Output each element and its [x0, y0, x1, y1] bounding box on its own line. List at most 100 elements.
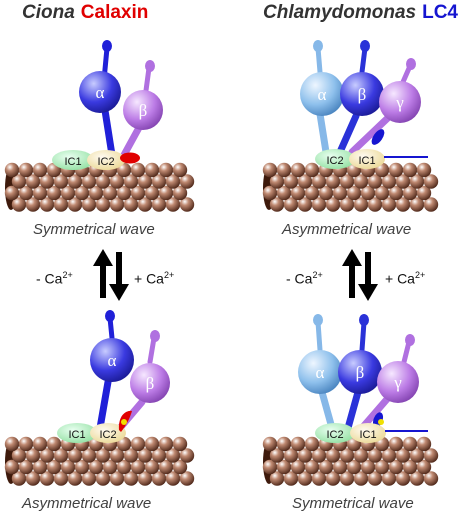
beta-heavy-chain: β	[116, 330, 170, 432]
tubulin-subunit	[269, 197, 285, 212]
ic2-label: IC2	[326, 155, 343, 167]
tubulin-subunit	[395, 471, 411, 486]
tubulin-subunit	[137, 197, 153, 212]
tubulin-subunit	[109, 448, 125, 463]
ic1-label: IC1	[64, 156, 81, 168]
tubulin-subunit	[102, 459, 118, 475]
microtubule-top-right	[262, 162, 439, 212]
tubulin-subunit	[318, 459, 334, 475]
tubulin-subunit	[325, 448, 341, 463]
tubulin-subunit	[39, 174, 55, 189]
tubulin-subunit	[39, 197, 55, 212]
tubulin-subunit	[395, 197, 411, 212]
tubulin-subunit	[423, 448, 439, 463]
tubulin-subunit	[304, 185, 320, 201]
beta-label: β	[139, 101, 148, 120]
gamma-label: γ	[395, 93, 404, 112]
tubulin-subunit	[151, 174, 167, 189]
ciona-bottom-dynein: α β IC1 IC2	[57, 310, 170, 443]
chlamy-top-wave-label: Asymmetrical wave	[282, 221, 412, 238]
tubulin-subunit	[123, 471, 139, 486]
tubulin-subunit	[339, 448, 355, 463]
chlamy-bottom-wave-label: Symmetrical wave	[292, 495, 414, 512]
tubulin-subunit	[374, 459, 390, 475]
tubulin-subunit	[276, 459, 292, 475]
tubulin-subunit	[276, 436, 292, 452]
tubulin-subunit	[88, 459, 104, 475]
tubulin-subunit	[116, 436, 132, 452]
gamma-label: γ	[393, 373, 402, 392]
tubulin-subunit	[53, 448, 69, 463]
tubulin-subunit	[116, 185, 132, 201]
tubulin-subunit	[130, 162, 146, 178]
tubulin-subunit	[165, 174, 181, 189]
chlamy-top-dynein: α β γ IC2 IC1	[300, 40, 428, 169]
tubulin-subunit	[165, 448, 181, 463]
tubulin-subunit	[297, 174, 313, 189]
tubulin-subunit	[304, 436, 320, 452]
tubulin-subunit	[32, 459, 48, 475]
tubulin-subunit	[416, 185, 432, 201]
tubulin-subunit	[4, 436, 20, 452]
tubulin-subunit	[60, 459, 76, 475]
tubulin-subunit	[381, 448, 397, 463]
tubulin-subunit	[269, 174, 285, 189]
tubulin-subunit	[123, 197, 139, 212]
tubulin-subunit	[262, 459, 278, 475]
tubulin-subunit	[290, 436, 306, 452]
tubulin-subunit	[388, 459, 404, 475]
protein-name: Calaxin	[80, 2, 149, 23]
tubulin-subunit	[4, 185, 20, 201]
tubulin-subunit	[18, 459, 34, 475]
tubulin-subunit	[144, 162, 160, 178]
tubulin-subunit	[95, 197, 111, 212]
tubulin-subunit	[46, 459, 62, 475]
ciona-top-dynein: α β IC1 IC2	[52, 40, 163, 170]
tubulin-subunit	[409, 197, 425, 212]
tubulin-subunit	[32, 185, 48, 201]
microtubule-top-left	[4, 162, 195, 212]
tubulin-subunit	[172, 185, 188, 201]
tubulin-subunit	[423, 471, 439, 486]
tubulin-subunit	[283, 471, 299, 486]
tubulin-subunit	[95, 448, 111, 463]
tubulin-subunit	[388, 436, 404, 452]
tubulin-subunit	[311, 471, 327, 486]
species-name: Ciona	[22, 2, 75, 23]
tubulin-subunit	[144, 185, 160, 201]
tubulin-subunit	[4, 459, 20, 475]
tubulin-subunit	[409, 448, 425, 463]
tubulin-subunit	[95, 174, 111, 189]
tubulin-subunit	[11, 448, 27, 463]
tubulin-subunit	[339, 197, 355, 212]
tubulin-subunit	[158, 162, 174, 178]
tubulin-subunit	[81, 174, 97, 189]
alpha-label: α	[108, 351, 117, 370]
tubulin-subunit	[297, 197, 313, 212]
gamma-heavy-chain: γ	[348, 58, 421, 156]
lc4-with-calcium	[372, 412, 384, 428]
tubulin-subunit	[130, 459, 146, 475]
tubulin-subunit	[53, 174, 69, 189]
ciona-top-wave-label: Symmetrical wave	[33, 221, 155, 238]
ciona-bottom-wave-label: Asymmetrical wave	[22, 495, 152, 512]
tubulin-subunit	[67, 197, 83, 212]
tubulin-subunit	[304, 162, 320, 178]
tubulin-subunit	[11, 174, 27, 189]
tubulin-subunit	[388, 185, 404, 201]
tubulin-subunit	[18, 185, 34, 201]
tubulin-subunit	[95, 471, 111, 486]
tubulin-subunit	[360, 459, 376, 475]
tubulin-subunit	[416, 162, 432, 178]
intermediate-chains: IC1 IC2	[57, 423, 126, 443]
microtubule-bottom-right	[262, 436, 439, 486]
tubulin-subunit	[416, 436, 432, 452]
tubulin-subunit	[32, 436, 48, 452]
tubulin-subunit	[39, 448, 55, 463]
tubulin-subunit	[297, 471, 313, 486]
tubulin-subunit	[18, 162, 34, 178]
tubulin-subunit	[367, 471, 383, 486]
tubulin-subunit	[290, 459, 306, 475]
tubulin-subunit	[130, 436, 146, 452]
